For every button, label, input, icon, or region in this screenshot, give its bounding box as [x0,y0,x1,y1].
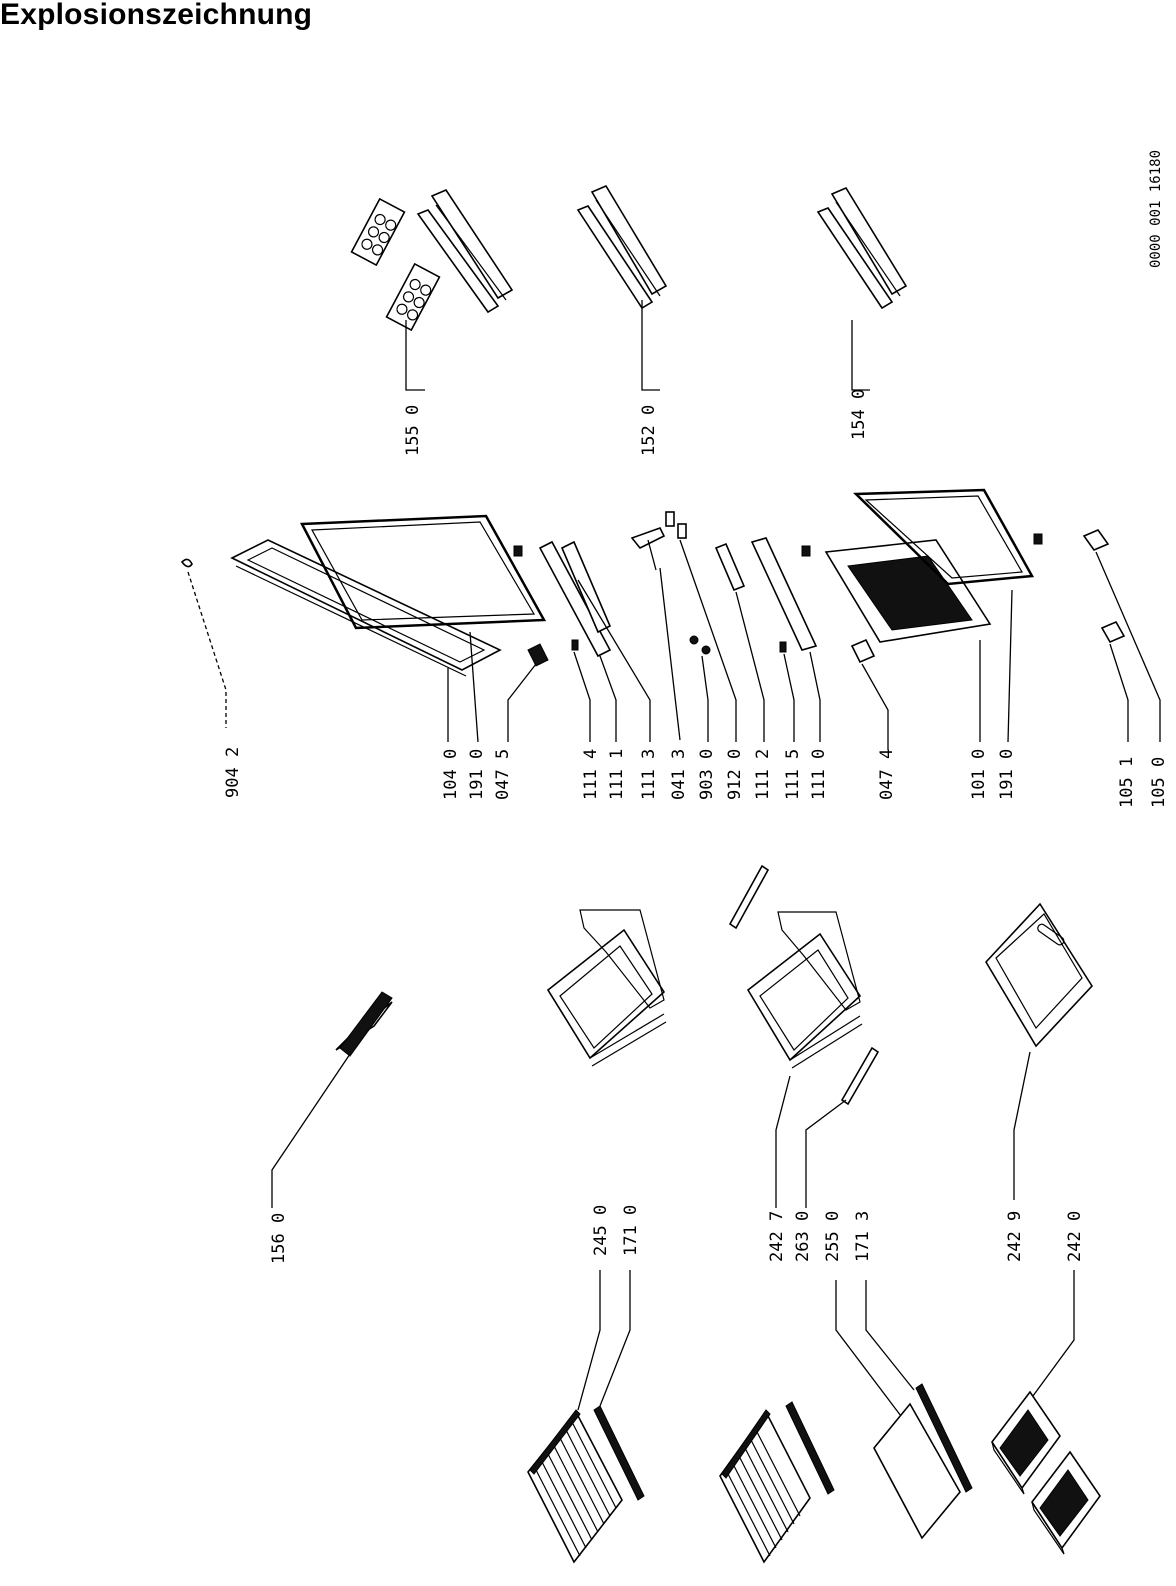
part-label-155-0: 155 0 [403,405,423,456]
part-label-041-3: 041 3 [669,749,689,800]
rail-111-1 [560,540,612,634]
door-bin-top [416,189,514,314]
part-label-156-0: 156 0 [269,1213,289,1264]
edge-strip-171-3 [915,1383,973,1493]
drawer-lower [985,902,1094,1048]
glass-shelf-104 [230,539,502,677]
part-label-903-0: 903 0 [697,749,717,800]
rail-111-2 [714,542,746,592]
part-label-242-9: 242 9 [1005,1211,1025,1262]
part-label-047-4: 047 4 [877,749,897,800]
part-label-105-0: 105 0 [1149,757,1169,808]
drawer-upper [546,909,667,1067]
shelf-seal-191 [299,514,547,630]
freezer-door-seal-191 [853,488,1035,586]
part-label-191-0-b: 191 0 [997,749,1017,800]
rail-111-4 [538,540,612,658]
clip-111-4-small [571,639,579,651]
part-label-047-5: 047 5 [493,749,513,800]
shelf-edge-lower [785,1401,835,1495]
part-label-171-3: 171 3 [853,1211,873,1262]
part-label-101-0: 101 0 [969,749,989,800]
box-242-0-lower [1031,1450,1101,1555]
glass-plate-255 [873,1402,961,1540]
wire-shelf-245 [527,1409,623,1564]
part-label-154-0: 154 0 [849,389,869,440]
shelf-edge-171 [593,1405,645,1501]
part-label-111-3: 111 3 [639,749,659,800]
part-label-242-0: 242 0 [1065,1211,1085,1262]
label-group-top-right: 155 0 152 0 154 0 [403,389,869,456]
ice-tray-156 [335,991,393,1057]
part-label-171-0: 171 0 [621,1205,641,1256]
rail-111-0 [750,537,818,651]
drawer-middle [746,911,863,1069]
strip-upper [728,864,770,930]
part-label-111-1: 111 1 [607,749,627,800]
part-label-904-2: 904 2 [223,747,243,798]
part-label-111-4: 111 4 [581,749,601,800]
part-label-152-0: 152 0 [639,405,659,456]
cap-904 [180,558,193,568]
pins-912 [665,511,687,539]
part-label-111-2: 111 2 [753,749,773,800]
clip-111-5 [779,641,787,653]
egg-tray-155 [350,197,441,332]
clip-047-5 [527,643,549,667]
part-label-191-0-a: 191 0 [467,749,487,800]
label-group-lower: 156 0 245 0 171 0 242 7 263 0 255 0 171 … [269,1205,1085,1264]
clip-047-4 [850,638,876,664]
document-number: 0000 001 16180 [1148,150,1164,268]
part-label-245-0: 245 0 [591,1205,611,1256]
box-242-0-upper [991,1390,1061,1495]
page-title: Explosionszeichnung [0,0,313,31]
part-label-111-0: 111 0 [809,749,829,800]
part-label-912-0: 912 0 [725,749,745,800]
screw-lower [801,533,1043,557]
part-label-104-0: 104 0 [441,749,461,800]
door-bin-152 [576,184,668,310]
wire-shelf-lower [719,1409,811,1564]
label-group-middle: 904 2 104 0 191 0 047 5 111 4 111 1 111 … [223,747,1169,808]
screw-upper [513,545,523,557]
strip-263 [840,1046,880,1106]
part-label-263-0: 263 0 [793,1211,813,1262]
feet-105 [1082,529,1126,644]
part-label-255-0: 255 0 [823,1211,843,1262]
hinge-041-3 [630,527,666,571]
door-bin-154 [816,186,908,310]
part-label-242-7: 242 7 [767,1211,787,1262]
part-label-105-1: 105 1 [1117,757,1137,808]
freezer-door-101 [824,539,992,643]
part-label-111-5: 111 5 [783,749,803,800]
screws-903 [689,635,711,655]
